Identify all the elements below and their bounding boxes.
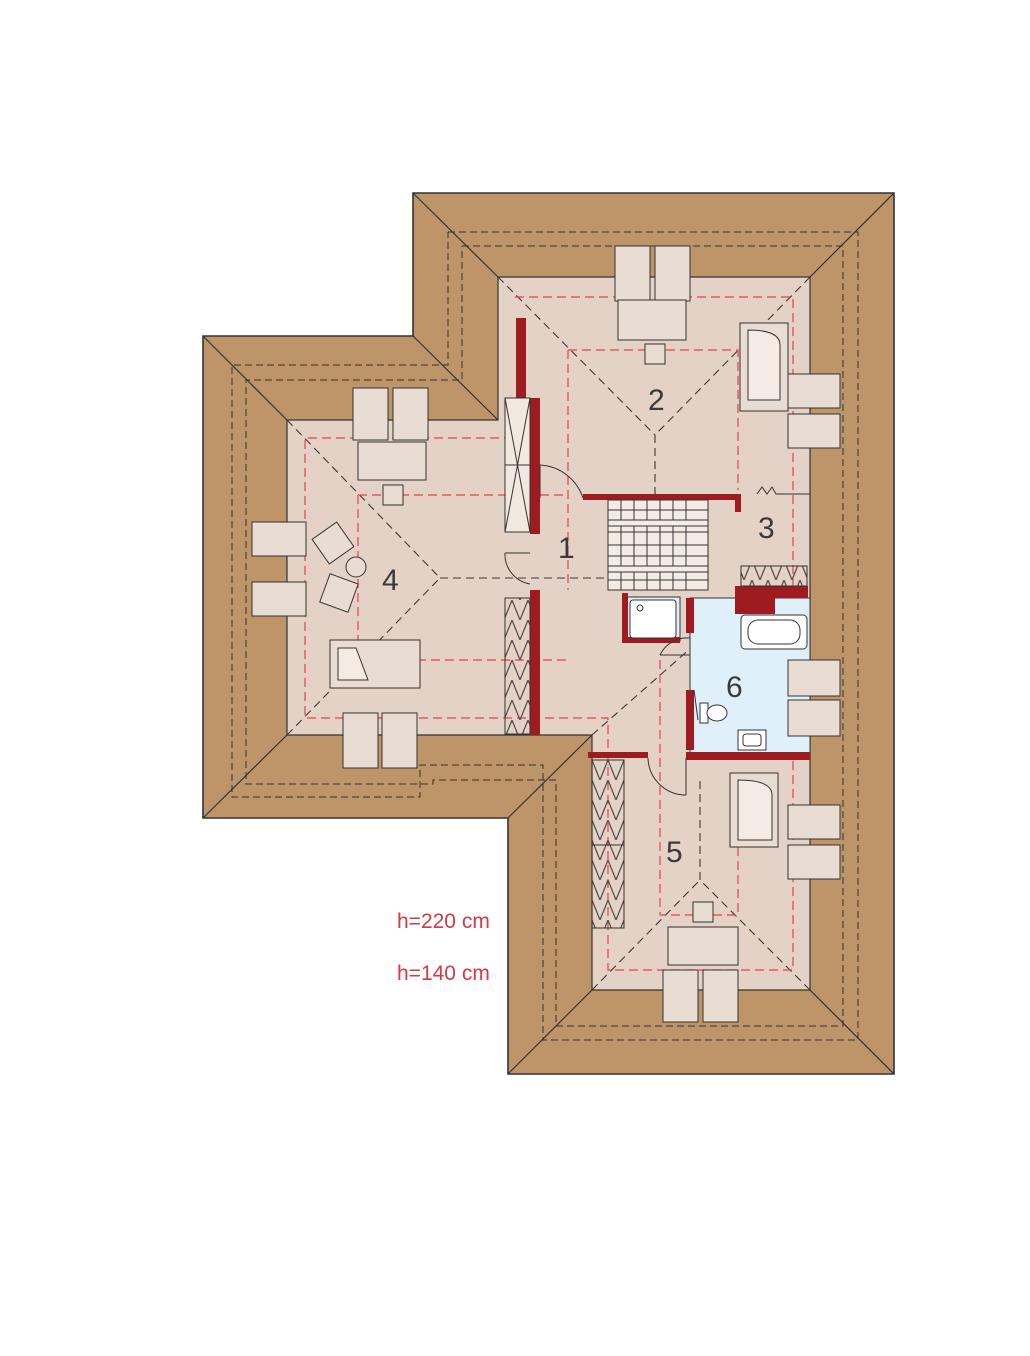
- room-label-2: 2: [648, 384, 665, 417]
- bathroom-fixtures: [629, 599, 808, 751]
- doors: [504, 464, 699, 796]
- room-label-5: 5: [666, 836, 683, 869]
- room-label-6: 6: [726, 671, 743, 704]
- room-label-1: 1: [558, 532, 575, 565]
- room-label-3: 3: [758, 512, 775, 545]
- wardrobes: [504, 397, 808, 929]
- room-label-4: 4: [382, 564, 399, 597]
- roof-hips: [202, 192, 895, 1075]
- eave-lines: [231, 231, 859, 1041]
- radiator-symbol: [756, 486, 810, 495]
- height-label-220: h=220 cm: [397, 910, 490, 933]
- walls: [516, 318, 810, 760]
- furniture: [251, 245, 841, 1023]
- height-label-140: h=140 cm: [397, 962, 490, 985]
- staircase: [607, 499, 709, 591]
